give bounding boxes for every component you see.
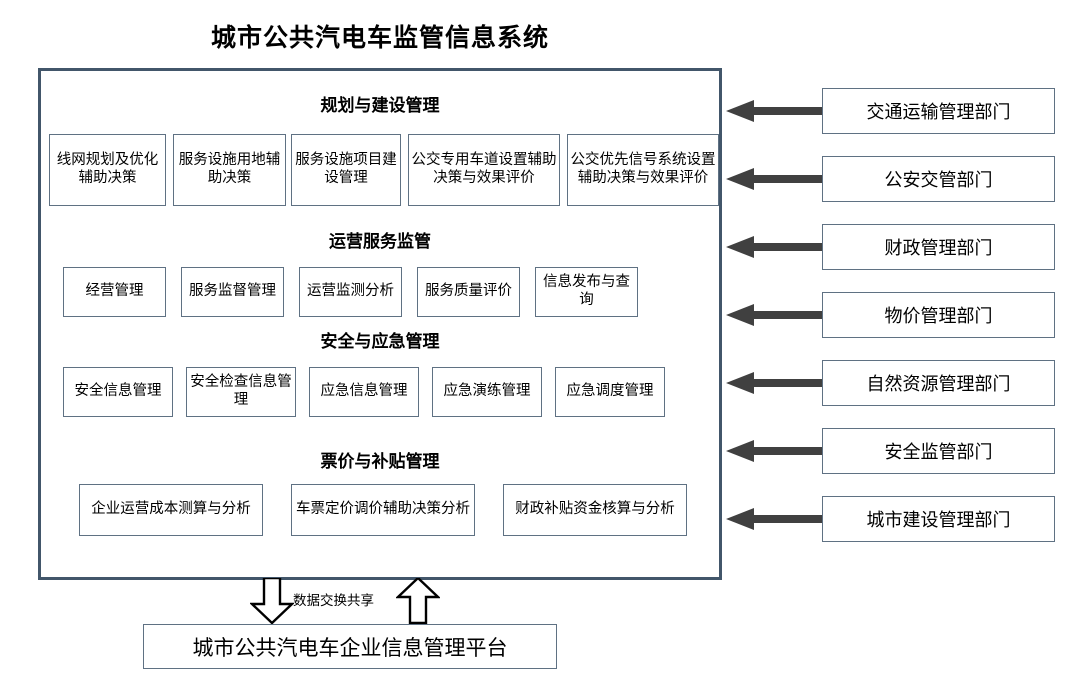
section-heading: 票价与补贴管理 [320, 452, 440, 471]
module-box[interactable]: 公交专用车道设置辅助决策与效果评价 [408, 134, 560, 206]
dept-box-urban-construction[interactable]: 城市建设管理部门 [822, 496, 1055, 542]
module-row-planning: 线网规划及优化辅助决策 服务设施用地辅助决策 服务设施项目建设管理 公交专用车道… [41, 134, 719, 206]
module-box[interactable]: 企业运营成本测算与分析 [79, 484, 263, 536]
section-heading: 运营服务监管 [329, 232, 431, 251]
module-box[interactable]: 应急演练管理 [432, 367, 542, 417]
dept-arrow-4 [726, 304, 822, 326]
module-box[interactable]: 线网规划及优化辅助决策 [49, 134, 166, 206]
section-heading: 规划与建设管理 [320, 96, 440, 115]
module-box[interactable]: 车票定价调价辅助决策分析 [291, 484, 475, 536]
arrow-shaft [752, 175, 822, 183]
dept-box-transport[interactable]: 交通运输管理部门 [822, 88, 1055, 134]
arrow-shaft [752, 107, 822, 115]
module-row-safety: 安全信息管理 安全检查信息管理 应急信息管理 应急演练管理 应急调度管理 [41, 367, 719, 417]
module-box[interactable]: 应急调度管理 [555, 367, 665, 417]
platform-box[interactable]: 城市公共汽电车企业信息管理平台 [143, 624, 557, 669]
exchange-label: 数据交换共享 [293, 593, 374, 608]
dept-arrow-5 [726, 372, 822, 394]
dept-arrow-2 [726, 168, 822, 190]
section-fare-subsidy: 票价与补贴管理 [41, 452, 719, 472]
page-title: 城市公共汽电车监管信息系统 [210, 24, 549, 52]
dept-box-price[interactable]: 物价管理部门 [822, 292, 1055, 338]
arrow-shaft [752, 243, 822, 251]
dept-box-finance[interactable]: 财政管理部门 [822, 224, 1055, 270]
module-box[interactable]: 运营监测分析 [299, 267, 402, 317]
module-box[interactable]: 公交优先信号系统设置辅助决策与效果评价 [567, 134, 719, 206]
arrow-head-left-icon [726, 168, 754, 190]
arrow-head-left-icon [726, 304, 754, 326]
module-row-fare: 企业运营成本测算与分析 车票定价调价辅助决策分析 财政补贴资金核算与分析 [41, 484, 719, 536]
system-frame: 规划与建设管理 线网规划及优化辅助决策 服务设施用地辅助决策 服务设施项目建设管… [38, 68, 722, 580]
arrow-head-left-icon [726, 372, 754, 394]
arrow-shaft [752, 515, 822, 523]
dept-arrow-1 [726, 100, 822, 122]
arrow-head-left-icon [726, 236, 754, 258]
module-box[interactable]: 服务设施用地辅助决策 [173, 134, 286, 206]
dept-box-safety-supervision[interactable]: 安全监管部门 [822, 428, 1055, 474]
section-planning-construction: 规划与建设管理 [41, 96, 719, 116]
module-box[interactable]: 服务设施项目建设管理 [291, 134, 401, 206]
module-box[interactable]: 应急信息管理 [309, 367, 419, 417]
dept-box-police-traffic[interactable]: 公安交管部门 [822, 156, 1055, 202]
arrow-shaft [752, 311, 822, 319]
module-box[interactable]: 服务监督管理 [181, 267, 284, 317]
arrow-head-left-icon [726, 508, 754, 530]
dept-arrow-6 [726, 440, 822, 462]
section-operation-service: 运营服务监管 [41, 232, 719, 252]
dept-box-natural-resources[interactable]: 自然资源管理部门 [822, 360, 1055, 406]
module-box[interactable]: 安全信息管理 [63, 367, 173, 417]
section-heading: 安全与应急管理 [320, 332, 440, 351]
module-box[interactable]: 服务质量评价 [417, 267, 520, 317]
module-row-operation: 经营管理 服务监督管理 运营监测分析 服务质量评价 信息发布与查询 [41, 267, 719, 317]
arrow-head-left-icon [726, 440, 754, 462]
arrow-shaft [752, 447, 822, 455]
module-box[interactable]: 信息发布与查询 [535, 267, 638, 317]
block-arrow-down-icon [250, 578, 294, 624]
block-arrow-up-icon [396, 578, 440, 624]
module-box[interactable]: 经营管理 [63, 267, 166, 317]
arrow-head-left-icon [726, 100, 754, 122]
dept-arrow-3 [726, 236, 822, 258]
module-box[interactable]: 财政补贴资金核算与分析 [503, 484, 687, 536]
dept-arrow-7 [726, 508, 822, 530]
module-box[interactable]: 安全检查信息管理 [186, 367, 296, 417]
section-safety-emergency: 安全与应急管理 [41, 332, 719, 352]
arrow-shaft [752, 379, 822, 387]
